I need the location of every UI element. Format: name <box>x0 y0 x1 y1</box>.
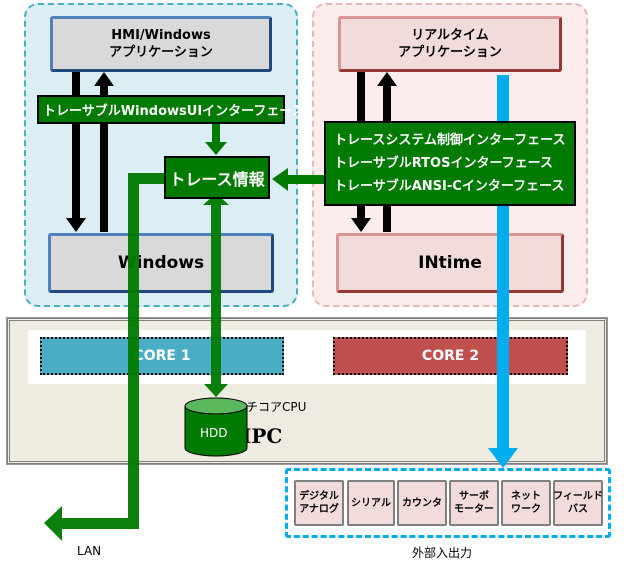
external-io-frame <box>285 468 611 538</box>
external-io-label: 外部入出力 <box>412 546 473 560</box>
io-serial: シリアル <box>347 480 395 526</box>
hmi-windows-app-box: HMI/Windows アプリケーション <box>50 16 272 72</box>
trace-info-box: トレース情報 <box>164 156 270 199</box>
trace-system-control-interface: トレースシステム制御インターフェース <box>334 133 566 148</box>
hdd-label: HDD <box>200 426 228 440</box>
ipc-title: IPC <box>242 424 283 448</box>
io-fieldbus: フィールド バス <box>553 480 603 526</box>
windows-app-down-arrow <box>66 72 86 232</box>
core1-box: CORE 1 <box>40 337 284 375</box>
trace-to-lan-arrow <box>44 173 166 541</box>
io-counter: カウンタ <box>397 480 447 526</box>
rt-to-trace-arrow <box>272 168 327 191</box>
rt-interfaces-box: トレースシステム制御インターフェース トレーサブルRTOSインターフェース トレ… <box>324 121 576 206</box>
windows-os-box: Windows <box>48 233 274 293</box>
traceable-windows-ui-interface: トレーサブルWindowsUIインターフェース <box>37 95 305 124</box>
intime-os-box: INtime <box>336 233 564 293</box>
realtime-app-box: リアルタイム アプリケーション <box>338 16 562 72</box>
traceable-rtos-interface: トレーサブルRTOSインターフェース <box>334 156 554 171</box>
core2-box: CORE 2 <box>333 337 568 375</box>
lan-label: LAN <box>77 544 102 558</box>
ui-to-trace-arrow <box>205 124 227 155</box>
io-network: ネット ワーク <box>501 480 551 526</box>
hdd-icon <box>184 397 248 457</box>
windows-os-up-arrow <box>94 72 114 232</box>
io-servo-motor: サーボ モーター <box>449 480 499 526</box>
io-digital-analog: デジタル アナログ <box>294 480 344 526</box>
traceable-ansi-c-interface: トレーサブルANSI-Cインターフェース <box>334 179 565 194</box>
trace-hdd-double-arrow <box>203 193 229 397</box>
